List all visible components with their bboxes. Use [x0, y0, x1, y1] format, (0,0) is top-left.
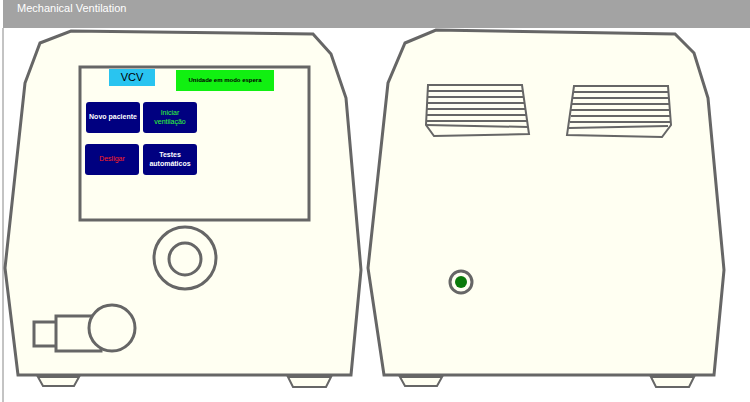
menu-button: Iniciar ventilação [143, 102, 197, 133]
window-title: Mechanical Ventilation [17, 2, 126, 14]
button-label: Testes automáticos [145, 151, 195, 167]
button-label: Desligar [99, 155, 125, 163]
button-label: Iniciar ventilação [145, 109, 195, 125]
button-label: VCV [121, 71, 144, 84]
menu-button: Novo paciente [86, 102, 140, 133]
button-label: Unidade em modo espera [188, 77, 261, 84]
button-label: Novo paciente [89, 113, 137, 121]
mode-label: VCV [109, 69, 155, 86]
menu-button: Desligar [85, 144, 139, 175]
menu-button: Testes automáticos [143, 144, 197, 175]
status-indicator: Unidade em modo espera [176, 70, 274, 91]
